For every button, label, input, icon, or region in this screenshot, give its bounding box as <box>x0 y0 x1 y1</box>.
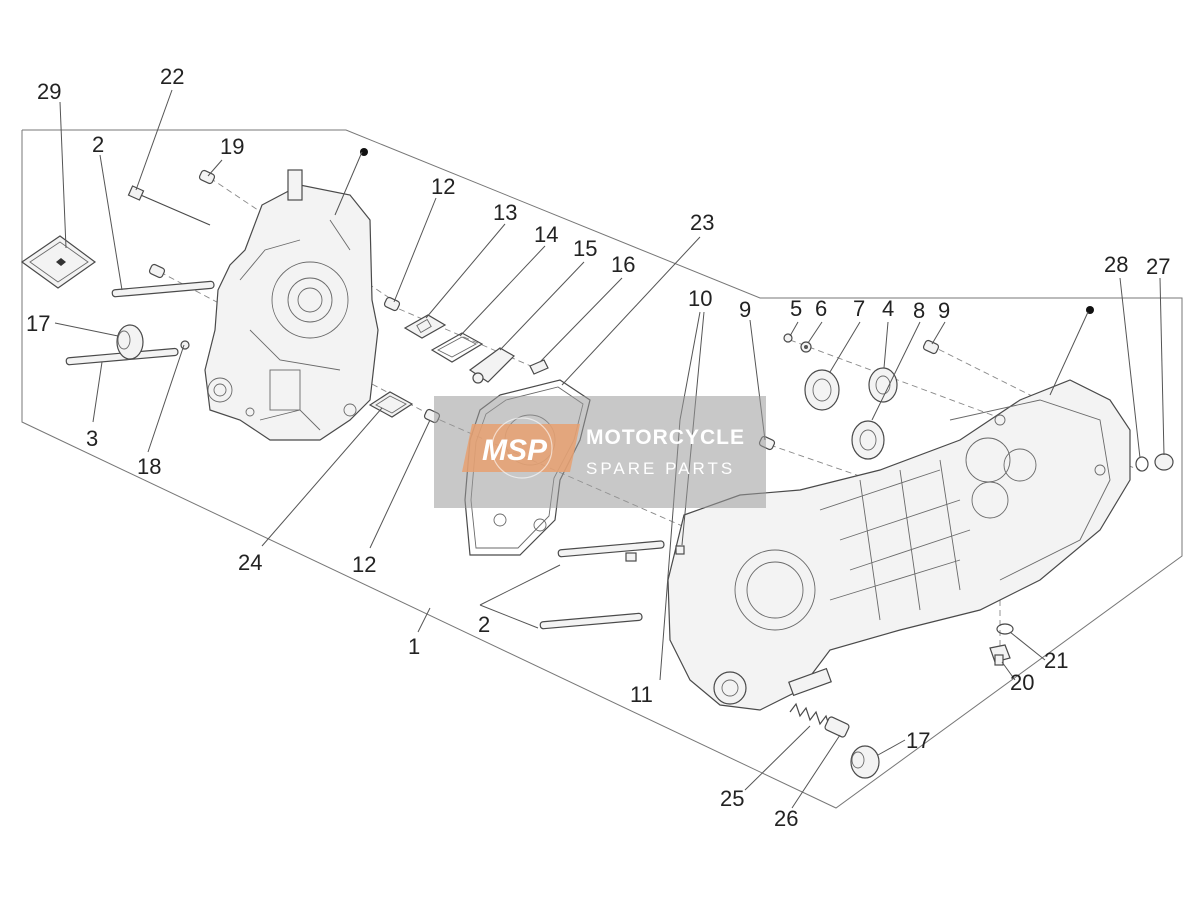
callout-2-right: 2 <box>478 612 490 637</box>
callout-20: 20 <box>1010 670 1034 695</box>
callout-23: 23 <box>690 210 714 235</box>
callout-12-bottom: 12 <box>352 552 376 577</box>
right-crankcase-half <box>667 379 1131 711</box>
callout-labels: 29 22 2 19 17 3 18 12 13 14 15 16 23 24 … <box>26 64 1170 831</box>
watermark-line2: SPARE PARTS <box>586 459 735 478</box>
assembly-frame <box>21 129 1183 809</box>
spring-sleeve-block <box>789 702 880 779</box>
watermark-logo: MSP <box>482 434 548 467</box>
plugs-and-washers <box>989 453 1174 666</box>
reference-dots <box>360 148 1094 314</box>
gasket-sheet-part <box>20 235 97 289</box>
callout-6: 6 <box>815 296 827 321</box>
stud-bolts-left <box>65 280 215 366</box>
callout-4: 4 <box>882 296 894 321</box>
callout-10: 10 <box>688 286 712 311</box>
callout-1: 1 <box>408 634 420 659</box>
callout-8: 8 <box>913 298 925 323</box>
callout-13: 13 <box>493 200 517 225</box>
callout-16: 16 <box>611 252 635 277</box>
callout-22: 22 <box>160 64 184 89</box>
callout-29: 29 <box>37 79 61 104</box>
callout-9-right: 9 <box>938 298 950 323</box>
silent-block-left <box>116 324 144 360</box>
long-bolt-part <box>127 185 211 226</box>
callout-19: 19 <box>220 134 244 159</box>
callout-24: 24 <box>238 550 262 575</box>
callout-15: 15 <box>573 236 597 261</box>
callout-21: 21 <box>1044 648 1068 673</box>
callout-3: 3 <box>86 426 98 451</box>
bearings-and-seals <box>783 333 898 460</box>
watermark-line1: MOTORCYCLE <box>586 426 745 449</box>
callout-17-left: 17 <box>26 311 50 336</box>
callout-27: 27 <box>1146 254 1170 279</box>
callout-17-right: 17 <box>906 728 930 753</box>
callout-18: 18 <box>137 454 161 479</box>
left-crankcase-half <box>204 169 379 441</box>
callout-7: 7 <box>853 296 865 321</box>
callout-11: 11 <box>630 682 653 707</box>
callout-14: 14 <box>534 222 558 247</box>
callout-9-left: 9 <box>739 297 751 322</box>
stud-bolts-right <box>539 540 685 630</box>
msp-watermark: MSP MOTORCYCLE SPARE PARTS <box>434 396 766 508</box>
callout-2-left: 2 <box>92 132 104 157</box>
cover-plates <box>403 314 549 384</box>
callout-26: 26 <box>774 806 798 831</box>
filter-plate-part <box>368 391 414 418</box>
callout-5: 5 <box>790 296 802 321</box>
callout-28: 28 <box>1104 252 1128 277</box>
callout-25: 25 <box>720 786 744 811</box>
callout-12-top: 12 <box>431 174 455 199</box>
